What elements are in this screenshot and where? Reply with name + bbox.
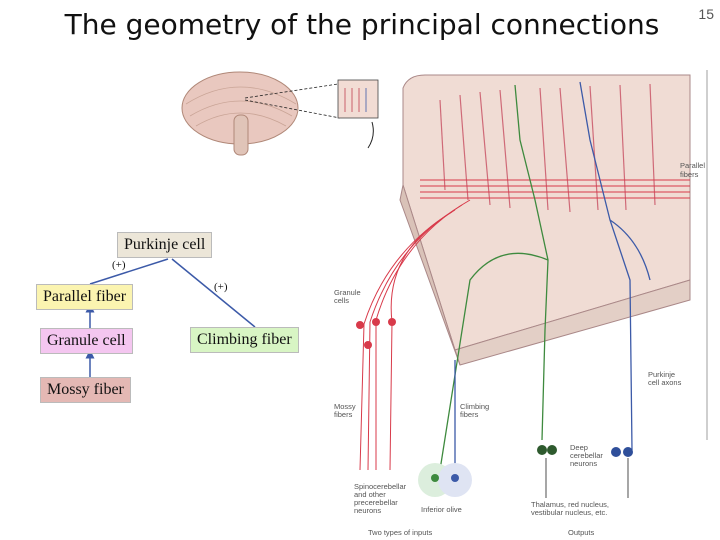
label-purkinje-axons-1: Purkinje [648, 370, 675, 379]
label-spino-4: neurons [354, 506, 381, 515]
label-two-inputs: Two types of inputs [368, 528, 432, 537]
label-mossy-fibers-1: Mossy [334, 402, 356, 411]
climbing-fiber-box: Climbing fiber [190, 327, 299, 353]
mossy-fiber-path [359, 199, 471, 471]
label-thalamus-1: Thalamus, red nucleus, [531, 500, 609, 509]
granule-cells [356, 318, 396, 349]
plus-sign-left: (+) [112, 259, 126, 271]
parallel-fibers [420, 179, 690, 199]
label-mossy-fibers-2: fibers [334, 410, 353, 419]
label-deep-nuclei-1: Deep [570, 443, 588, 452]
link-parallel-to-purkinje [89, 258, 169, 285]
label-outputs: Outputs [568, 528, 595, 537]
inferior-olive [418, 463, 472, 497]
blue-purkinje-axon [454, 81, 651, 480]
label-purkinje-axons-2: cell axons [648, 378, 682, 387]
label-granule-cells-1: Granule [334, 288, 361, 297]
mossy-fiber-box: Mossy fiber [40, 377, 131, 403]
label-inferior-olive: Inferior olive [421, 505, 462, 514]
parallel-fiber-box: Parallel fiber [36, 284, 134, 310]
label-parallel-fibers-1: Parallel [680, 161, 705, 170]
deep-nuclei-neurons [537, 445, 633, 498]
label-deep-nuclei-3: neurons [570, 459, 597, 468]
label-climbing-fibers-1: Climbing [460, 402, 489, 411]
purkinje-cell-box: Purkinje cell [117, 232, 213, 258]
plus-sign-right: (+) [214, 281, 228, 293]
label-spino-3: precerebellar [354, 498, 398, 507]
cerebellum-overview [181, 71, 341, 156]
folium-block [399, 74, 691, 366]
granule-cell-box: Granule cell [40, 328, 133, 354]
label-climbing-fibers-2: fibers [460, 410, 479, 419]
label-spino-2: and other [354, 490, 386, 499]
link-climbing-to-purkinje [171, 258, 256, 328]
label-parallel-fibers-2: fibers [680, 170, 699, 179]
page-number: 15 [698, 6, 714, 22]
label-granule-cells-2: cells [334, 296, 349, 305]
climbing-fiber-path [439, 84, 549, 471]
label-deep-nuclei-2: cerebellar [570, 451, 603, 460]
folium-inset [337, 79, 379, 149]
label-spino-1: Spinocerebellar [354, 482, 407, 491]
slide-title: The geometry of the principal connection… [64, 8, 660, 41]
label-thalamus-2: vestibular nucleus, etc. [531, 508, 607, 517]
